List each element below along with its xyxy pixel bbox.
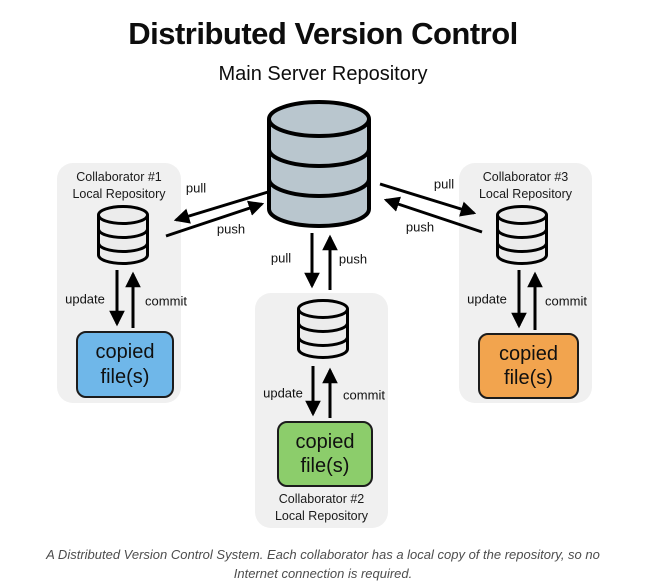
collaborator-1-title-line2: Local Repository	[72, 186, 166, 201]
collaborator-3-title-line2: Local Repository	[478, 186, 573, 201]
push-label-center: push	[338, 251, 368, 267]
copied-files-line1: copied	[499, 342, 558, 365]
copied-files-line1: copied	[295, 430, 355, 453]
push-label-left: push	[216, 221, 246, 237]
collaborator-3-title-line1: Collaborator #3	[482, 170, 569, 184]
update-label-2: update	[263, 385, 303, 401]
copied-files-line2: file(s)	[504, 367, 553, 389]
collaborator-3-title: Collaborator #3 Local Repository	[459, 169, 592, 203]
update-label-1: update	[65, 291, 105, 307]
commit-label-2: commit	[343, 387, 385, 403]
collaborator-2-database-icon	[297, 299, 349, 359]
collaborator-1-title-line1: Collaborator #1	[76, 170, 162, 184]
collaborator-2-title-line1: Collaborator #2	[278, 492, 365, 506]
collaborator-2-copied-files-box: copied file(s)	[277, 421, 373, 487]
push-label-right: push	[405, 219, 435, 235]
copied-files-line2: file(s)	[100, 365, 150, 388]
pull-label-right: pull	[433, 176, 455, 192]
commit-label-3: commit	[545, 293, 587, 309]
copied-files-line1: copied	[95, 341, 155, 364]
collaborator-1-database-icon	[97, 205, 149, 265]
main-server-database-icon	[267, 100, 371, 228]
collaborator-3-copied-files-box: copied file(s)	[478, 333, 579, 399]
collaborator-2-title-line2: Local Repository	[274, 508, 369, 523]
collaborator-2-title: Collaborator #2 Local Repository	[255, 491, 388, 525]
caption-text: A Distributed Version Control System. Ea…	[46, 547, 600, 581]
pull-label-center: pull	[270, 250, 292, 266]
collaborator-3-database-icon	[496, 205, 548, 265]
pull-label-left: pull	[185, 180, 207, 196]
pull-arrow-left	[173, 190, 269, 224]
page-title: Distributed Version Control	[128, 16, 518, 51]
collaborator-1-copied-files-box: copied file(s)	[76, 331, 174, 398]
update-label-3: update	[467, 291, 507, 307]
copied-files-line2: file(s)	[300, 455, 350, 477]
commit-label-1: commit	[145, 293, 187, 309]
collaborator-1-title: Collaborator #1 Local Repository	[57, 169, 181, 203]
main-server-repository-label: Main Server Repository	[218, 63, 428, 85]
